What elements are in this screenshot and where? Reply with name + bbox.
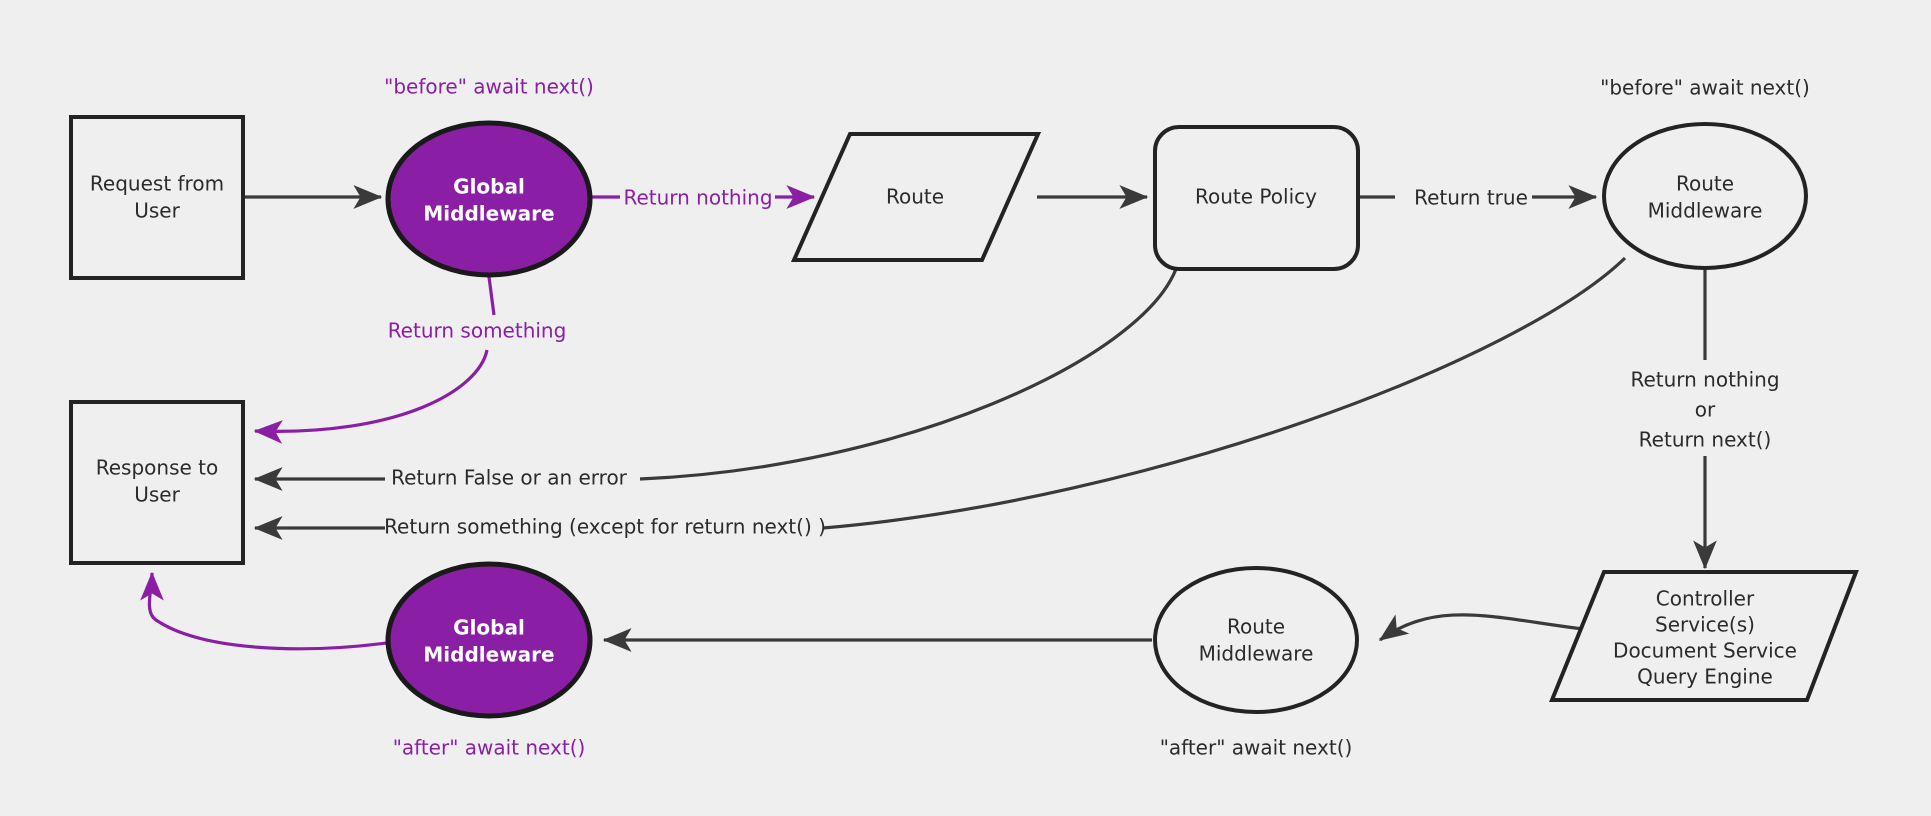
edge-label-return-false-or-error: Return False or an error [391,466,628,490]
edge-global-middleware-to-response [253,276,496,444]
route-middleware-before-line1: Route [1676,172,1734,196]
annotation-before-await-next-global: "before" await next() [384,75,594,99]
controller-services-line2: Service(s) [1655,613,1755,637]
annotation-before-await-next-route: "before" await next() [1600,76,1810,100]
global-middleware-after-line1: Global [453,616,525,640]
node-route[interactable]: Route [790,132,1042,262]
annotation-after-await-next-global: "after" await next() [393,736,586,760]
request-from-user-line1: Request from [90,172,224,196]
node-controller-services[interactable]: Controller Service(s) Document Service Q… [1549,570,1859,702]
edge-label-route-mw-return-line3: Return next() [1639,428,1772,452]
node-request-from-user[interactable]: Request from User [69,115,245,280]
node-route-middleware-after[interactable]: Route Middleware [1153,566,1359,714]
edge-controller-to-route-middleware-after [1378,613,1593,642]
controller-services-line4: Query Engine [1637,665,1773,689]
node-global-middleware-after[interactable]: Global Middleware [385,561,593,719]
route-middleware-after-line2: Middleware [1199,642,1314,666]
request-from-user-line2: User [134,199,180,223]
controller-services-line1: Controller [1656,587,1755,611]
node-route-middleware-before[interactable]: Route Middleware [1602,122,1808,270]
global-middleware-before-line2: Middleware [423,202,554,226]
edge-label-route-mw-return-line2: or [1695,398,1716,422]
route-middleware-after-line1: Route [1227,615,1285,639]
response-to-user-line2: User [134,483,180,507]
controller-services-line3: Document Service [1613,639,1797,663]
route-middleware-before-line2: Middleware [1648,199,1763,223]
response-to-user-line1: Response to [96,456,219,480]
route-policy-label: Route Policy [1195,185,1317,209]
edge-label-return-something-global: Return something [388,319,567,343]
edge-label-route-mw-return-line1: Return nothing [1630,368,1779,392]
edge-route-middleware-to-response-something [253,256,1627,540]
annotation-after-await-next-route: "after" await next() [1160,736,1353,760]
global-middleware-after-line2: Middleware [423,643,554,667]
edge-label-return-true: Return true [1414,186,1528,210]
route-label: Route [886,185,944,209]
node-route-policy[interactable]: Route Policy [1153,125,1360,271]
global-middleware-before-line1: Global [453,175,525,199]
edge-label-return-nothing: Return nothing [623,186,772,210]
node-response-to-user[interactable]: Response to User [69,400,245,565]
edge-route-policy-to-response-false [253,268,1178,491]
edge-global-middleware-after-to-response [140,571,395,651]
edge-label-return-something-except-next: Return something (except for return next… [384,515,826,539]
node-global-middleware-before[interactable]: Global Middleware [385,120,593,278]
